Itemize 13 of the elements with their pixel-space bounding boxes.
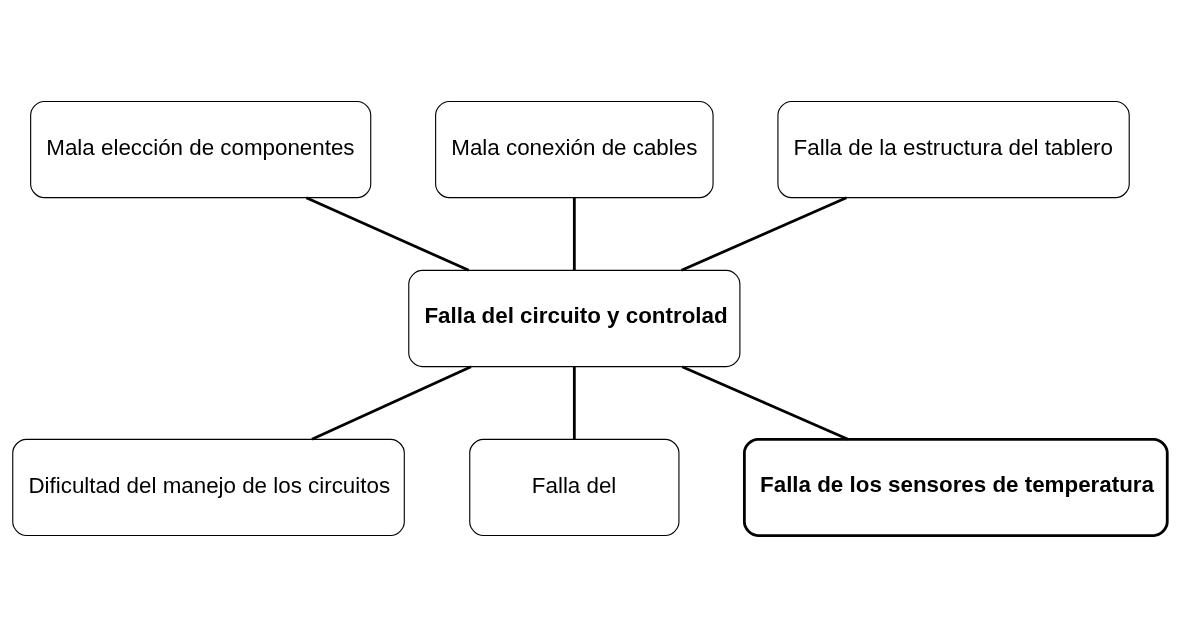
- connector: [305, 196, 470, 272]
- connector: [572, 366, 576, 440]
- node-box: Mala conexión de cables: [435, 100, 714, 199]
- node-box: Mala elección de componentes: [30, 100, 372, 199]
- connector: [311, 365, 472, 441]
- node-box: Falla del circuito y controlad: [408, 269, 741, 368]
- connector: [572, 198, 576, 271]
- node-box: Dificultad del manejo de los circuitos: [12, 438, 405, 537]
- connector: [681, 365, 849, 441]
- node-box: Falla del: [469, 438, 680, 537]
- node-box: Falla de la estructura del tablero: [777, 100, 1130, 199]
- connector: [681, 196, 847, 272]
- node-box: Falla de los sensores de temperatura: [743, 437, 1169, 537]
